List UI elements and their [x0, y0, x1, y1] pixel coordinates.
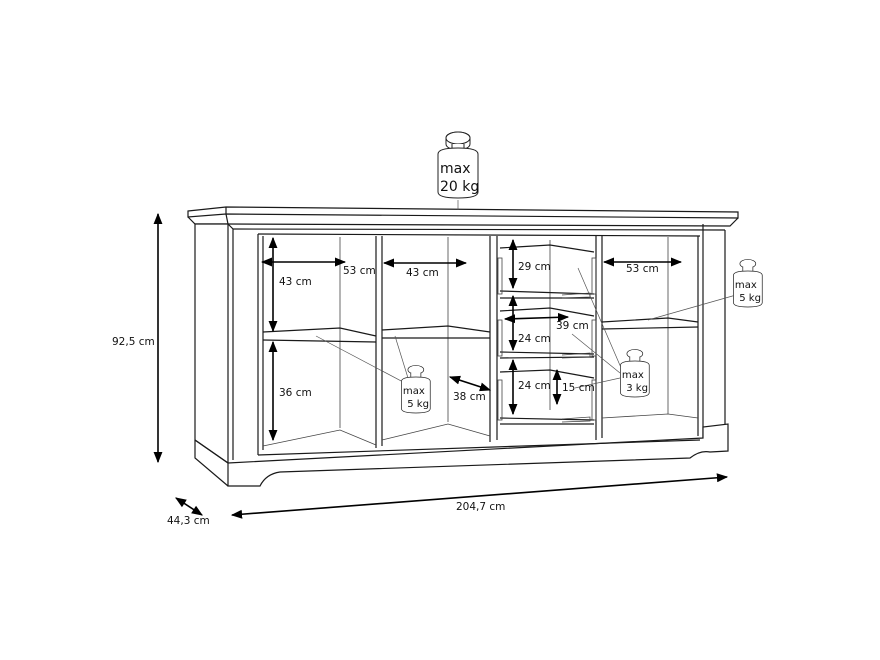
weight-icon-right-shelf: max 5 kg — [733, 259, 763, 308]
drawer2-height-label: 24 cm — [518, 333, 551, 345]
left-upper-height-label: 43 cm — [279, 276, 312, 288]
overall-depth-label: 44,3 cm — [167, 515, 210, 527]
right-width-label: 53 cm — [626, 263, 659, 275]
overall-width-label: 204,7 cm — [456, 501, 505, 513]
left-width-label: 53 cm — [343, 265, 376, 277]
drawer3-height-label: 24 cm — [518, 380, 551, 392]
center-width-label: 43 cm — [406, 267, 439, 279]
weight-icon-drawer: max 3 kg — [620, 349, 650, 398]
dimension-labels: 92,5 cm 204,7 cm 44,3 cm 53 cm 43 cm 36 … — [112, 261, 659, 527]
svg-text:3 kg: 3 kg — [626, 383, 648, 394]
svg-text:max: max — [440, 161, 471, 177]
svg-text:5 kg: 5 kg — [407, 399, 429, 410]
svg-text:5 kg: 5 kg — [739, 293, 761, 304]
svg-text:max: max — [735, 280, 757, 291]
drawer-width-label: 39 cm — [556, 320, 589, 332]
left-lower-height-label: 36 cm — [279, 387, 312, 399]
dimension-lines — [153, 212, 729, 519]
cabinet-body — [187, 206, 739, 487]
center-depth-label: 38 cm — [453, 391, 486, 403]
overall-height-label: 92,5 cm — [112, 336, 155, 348]
svg-text:max: max — [403, 386, 425, 397]
leader-lines — [315, 200, 737, 389]
weight-icon-top: max 20 kg — [437, 131, 479, 199]
drawer1-height-label: 29 cm — [518, 261, 551, 273]
drawer-depth-label: 15 cm — [562, 382, 595, 394]
weight-icon-left-shelf: max 5 kg — [401, 365, 431, 414]
svg-text:20 kg: 20 kg — [440, 179, 479, 195]
svg-text:max: max — [622, 370, 644, 381]
